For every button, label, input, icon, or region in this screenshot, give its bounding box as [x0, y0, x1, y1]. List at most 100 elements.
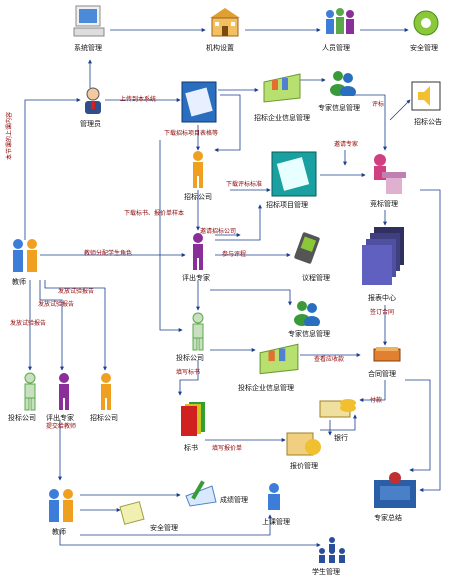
node-staff-mgmt: 人员管理: [322, 44, 350, 52]
edge-label-review: 评标: [372, 101, 385, 108]
edge-teacher-student: [59, 530, 321, 547]
node-tender-docs: 标书: [184, 444, 198, 452]
edge-label-invite-company: 邀请招标公司: [200, 228, 237, 235]
teacher-icon: [13, 239, 37, 272]
edge-teacher-class: [80, 514, 272, 536]
edge-label-invite-expert: 邀请专家: [334, 141, 359, 148]
node-system-mgmt: 系统管理: [74, 44, 102, 52]
coins-icon: [319, 399, 356, 418]
quote-icon: [286, 432, 321, 456]
edge-label-report-1: 发放试验报告: [58, 288, 95, 295]
node-security-bottom: 安全管理: [150, 524, 178, 532]
edge-report-3: [44, 280, 107, 371]
teacher-bottom-icon: [49, 489, 73, 522]
node-report-center: 报表中心: [368, 294, 396, 302]
edge-label-eval-standard: 下载评标标准: [226, 181, 263, 188]
contract-book-icon: [373, 347, 401, 362]
edge-label-fill-quote: 填写报价单: [212, 445, 243, 452]
node-project-mgmt: 招标项目管理: [266, 201, 308, 209]
person-icon: [193, 151, 203, 188]
node-security-top: 安全管理: [410, 44, 438, 52]
edge-expert-to-project: [215, 204, 262, 241]
node-review-expert-bottom: 评出专家: [46, 414, 74, 422]
node-quote-mgmt: 报价管理: [290, 462, 318, 470]
expert-person-icon: [193, 233, 203, 270]
edge-bid-summary: [419, 189, 441, 492]
node-tender-company-bottom: 招标公司: [90, 414, 118, 422]
node-teacher-bottom: 教师: [52, 528, 66, 536]
speaker-icon: [411, 81, 441, 111]
node-bid-mgmt: 竞标管理: [370, 200, 398, 208]
security-gear-icon: [413, 10, 439, 36]
node-admin: 管理员: [80, 120, 101, 128]
edge-report-2: [39, 280, 64, 371]
node-tender-notice: 招标公告: [414, 118, 442, 126]
node-class-mgmt: 上课管理: [262, 518, 290, 526]
node-score-mgmt: 成绩管理: [220, 496, 248, 504]
edge-notice: [389, 99, 411, 121]
security-paper-icon: [119, 501, 145, 525]
node-teacher-left: 教师: [12, 278, 26, 286]
edge-teacher-to-admin: [24, 98, 81, 240]
edge-label-report-2: 发放试验报告: [38, 301, 75, 308]
city-map-mid-icon: [259, 343, 299, 375]
edge-fill-bid: [178, 360, 199, 396]
edge-label-lesson-content: 本节课的上课内容: [6, 111, 13, 160]
lecture-icon: [268, 483, 280, 510]
pda-icon: [294, 232, 320, 264]
node-org-setup: 机构设置: [206, 44, 234, 52]
node-expert-summary: 专家总结: [374, 514, 402, 522]
node-expert-info-mid: 专家信息管理: [288, 330, 330, 338]
edge-label-report-3: 发放试验报告: [10, 320, 47, 327]
node-course-mgmt: 议程管理: [302, 274, 330, 282]
edge-label-upload: 上传到本系统: [120, 96, 157, 103]
pen-paper-icon: [185, 480, 217, 507]
experts-icon: [330, 71, 356, 96]
building-icon: [210, 8, 240, 37]
edge-label-join-review: 参与评程: [222, 251, 247, 258]
bid-company-person-icon: [24, 372, 36, 411]
edge-label-submit-teacher: 提交给教师: [46, 423, 77, 430]
expert-bottom-person-icon: [59, 373, 69, 410]
students-icon: [319, 537, 345, 563]
node-bid-company-mid: 投标公司: [176, 354, 204, 362]
document-icon: [181, 81, 217, 123]
report-stack-icon: [362, 227, 404, 285]
node-review-expert: 评出专家: [182, 274, 210, 282]
edge-to-expert-info-mid: [210, 289, 292, 306]
edge-label-check-receivable: 查看应收款: [314, 356, 345, 363]
node-company-info-top: 招标企业信息管理: [254, 114, 310, 122]
edge-download-bid: [159, 140, 183, 332]
people-group-icon: [326, 8, 354, 34]
node-bank: 银行: [334, 434, 348, 442]
edge-review: [340, 94, 387, 151]
edge-contract-payment: [359, 380, 386, 402]
computer-icon: [73, 5, 105, 37]
edge-contract-summary: [405, 379, 431, 472]
city-map-icon: [263, 73, 301, 103]
experts-mid-icon: [294, 301, 320, 326]
edge-label-payment: 付款: [370, 397, 383, 404]
node-student-mgmt: 学生管理: [312, 568, 340, 576]
node-expert-info-top: 专家信息管理: [318, 104, 360, 112]
edge-download-template: [214, 94, 241, 152]
bid-person-icon: [192, 312, 204, 351]
admin-person-icon: [85, 87, 101, 114]
edge-label-fill-bid: 填写标书: [176, 369, 201, 376]
tender-bottom-person-icon: [101, 373, 111, 410]
edge-label-sign-contract: 签订合同: [370, 309, 395, 316]
node-company-info-mid: 投标企业信息管理: [238, 384, 294, 392]
edge-quote-bank: [320, 414, 357, 431]
node-tender-company: 招标公司: [184, 193, 212, 201]
desk-person-icon: [374, 154, 406, 194]
node-contract-mgmt: 合同管理: [368, 370, 396, 378]
edge-label-assign-roles: 教师分配学生角色: [84, 250, 133, 257]
summary-screen-icon: [374, 472, 416, 508]
edge-label-download-template: 下载招标项目表格等: [164, 130, 219, 137]
node-bid-company-bottom: 投标公司: [8, 414, 36, 422]
edge-label-download-bid: 下载标书、报价单样本: [124, 210, 185, 217]
project-document-icon: [271, 151, 317, 197]
folders-icon: [181, 402, 205, 436]
